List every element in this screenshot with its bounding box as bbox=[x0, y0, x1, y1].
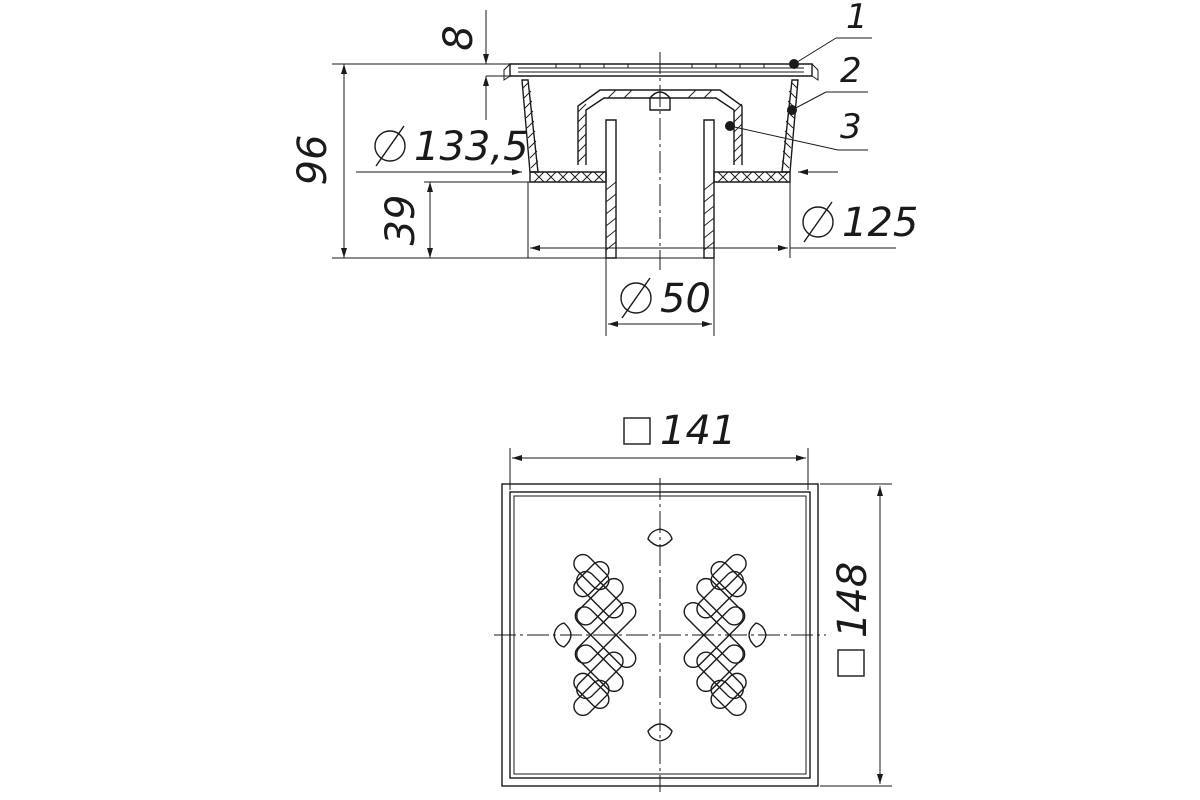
dim-outlet-height: 39 bbox=[378, 181, 530, 258]
callout-1-label: 1 bbox=[846, 0, 868, 37]
square-symbol-icon bbox=[837, 649, 865, 677]
dim-grate-thickness-label: 8 bbox=[436, 25, 482, 50]
callout-1: 1 bbox=[789, 0, 872, 69]
diameter-symbol-icon bbox=[620, 277, 652, 319]
outlet-pipe bbox=[605, 119, 715, 259]
square-symbol-icon bbox=[623, 417, 651, 445]
grate-slots bbox=[553, 528, 767, 742]
dim-body-diameter: 133,5 bbox=[356, 124, 838, 175]
dim-flange-diameter: 125 bbox=[527, 182, 918, 258]
dim-frame-width: 148 bbox=[820, 483, 892, 787]
callout-3-label: 3 bbox=[840, 107, 862, 147]
siphon-cap bbox=[577, 89, 743, 165]
side-view: 8 96 39 133,5 bbox=[290, 0, 918, 336]
dim-grate-thickness: 8 bbox=[436, 10, 512, 120]
dim-frame-width-label: 148 bbox=[830, 562, 876, 638]
top-view: 141 148 bbox=[494, 408, 892, 792]
dim-flange-diameter-label: 125 bbox=[842, 200, 918, 246]
dim-total-height-label: 96 bbox=[290, 135, 336, 186]
dim-outlet-diameter-label: 50 bbox=[660, 276, 711, 322]
dim-grate-width-label: 141 bbox=[660, 408, 736, 454]
drain-body bbox=[521, 79, 799, 183]
callout-2-label: 2 bbox=[840, 51, 862, 91]
dim-total-height: 96 bbox=[290, 63, 606, 259]
dim-outlet-height-label: 39 bbox=[378, 195, 424, 246]
diameter-symbol-icon bbox=[374, 125, 406, 167]
grate-plate bbox=[503, 63, 819, 81]
dim-grate-width: 141 bbox=[509, 408, 809, 490]
callout-3: 3 bbox=[725, 107, 868, 151]
dim-outlet-diameter: 50 bbox=[605, 258, 715, 336]
diameter-symbol-icon bbox=[802, 201, 834, 243]
dim-body-diameter-label: 133,5 bbox=[414, 124, 529, 170]
callout-2: 2 bbox=[787, 51, 868, 115]
